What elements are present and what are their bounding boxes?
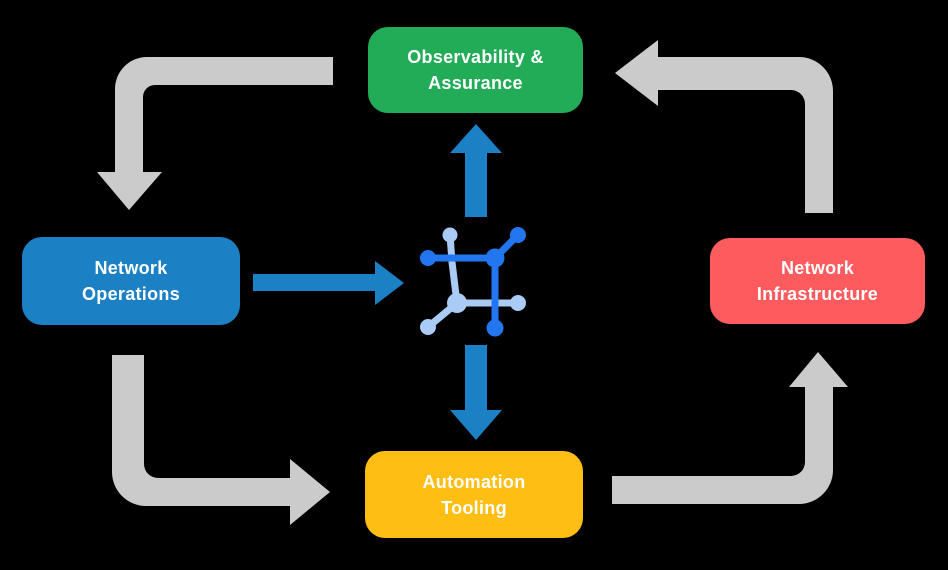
box-network-infrastructure: Network Infrastructure bbox=[710, 238, 925, 324]
box-label-line: Operations bbox=[81, 284, 181, 304]
box-label-line: Network bbox=[94, 258, 168, 278]
box-label-line: Infrastructure bbox=[756, 284, 879, 304]
icon-node-top bbox=[442, 227, 458, 243]
arrow-tooling-to-infrastructure bbox=[612, 352, 848, 504]
box-label-line: Tooling bbox=[441, 497, 507, 518]
arrow-operations-to-center bbox=[253, 261, 404, 305]
icon-node-right bbox=[510, 295, 526, 311]
arrow-center-to-observability bbox=[450, 124, 502, 217]
arrow-operations-to-tooling bbox=[112, 355, 330, 525]
box-observability-assurance: Observability & Assurance bbox=[368, 27, 583, 113]
box-network-operations: Network Operations bbox=[22, 237, 240, 325]
arrow-center-to-tooling bbox=[450, 345, 502, 440]
icon-node-top-right-corner bbox=[485, 248, 505, 268]
box-label-line: Automation bbox=[422, 471, 526, 492]
box-label-line: Assurance bbox=[428, 73, 523, 93]
icon-node-left bbox=[420, 250, 436, 266]
icon-light-left-edge bbox=[446, 231, 461, 307]
arrow-infrastructure-to-observability bbox=[615, 40, 833, 213]
network-platform-icon bbox=[420, 227, 526, 337]
icon-node-bottom-left-corner bbox=[447, 293, 467, 313]
box-automation-tooling: Automation Tooling bbox=[365, 451, 583, 538]
icon-node-bottom bbox=[486, 319, 504, 337]
icon-node-top-right bbox=[510, 227, 526, 243]
arrow-observability-to-operations bbox=[97, 57, 333, 210]
box-label-line: Network bbox=[780, 258, 855, 278]
box-label-line: Observability & bbox=[407, 47, 544, 67]
icon-node-bottom-left bbox=[420, 319, 436, 335]
